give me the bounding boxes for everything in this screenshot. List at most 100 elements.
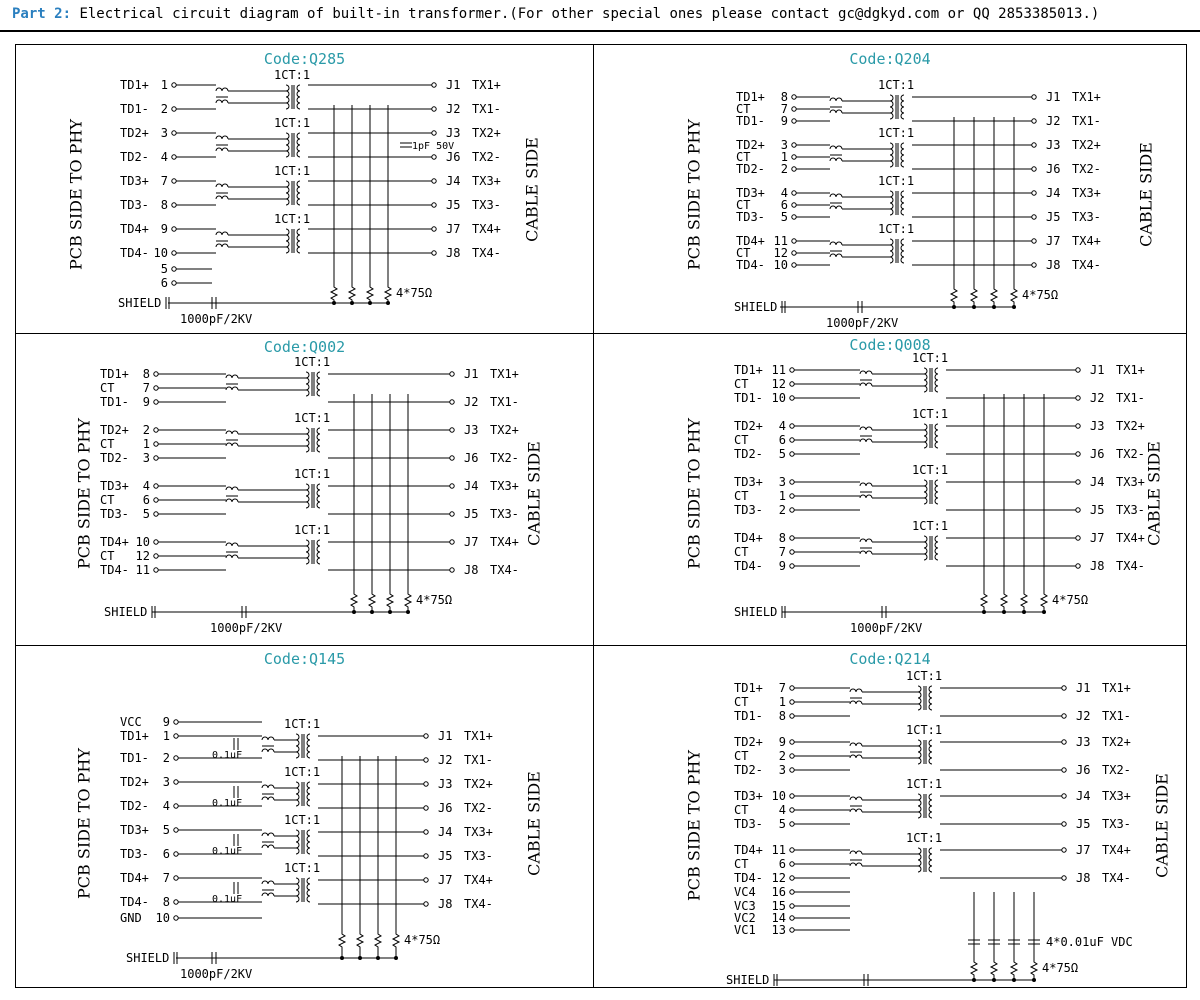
transformer-ratio-label: 1CT:1 — [878, 78, 914, 92]
pin-name-ct: CT — [100, 381, 114, 395]
pin-number: 6 — [161, 276, 168, 290]
tx-signal-tx4: TX4+ — [1102, 843, 1131, 857]
transformer-secondary-icon — [296, 84, 301, 110]
shield-label: SHIELD — [126, 951, 169, 965]
left-pin-terminal — [153, 511, 159, 517]
pin-number: 1 — [781, 150, 788, 164]
product-code: Code:Q145 — [263, 650, 346, 668]
tx-signal-tx1: TX1+ — [1102, 681, 1131, 695]
tx-signal-tx1: TX1- — [1102, 709, 1131, 723]
jack-pin-j8: J8 — [438, 897, 452, 911]
tx-signal-tx3: TX3+ — [490, 479, 519, 493]
left-pin-terminal — [791, 250, 797, 256]
left-pin-terminal — [789, 807, 795, 813]
tx-signal-tx4: TX4+ — [490, 535, 519, 549]
left-pin-terminal — [173, 755, 179, 761]
transformer-ratio-label: 1CT:1 — [906, 831, 942, 845]
0.1uf-label: 0.1uF — [212, 894, 242, 905]
left-pin-terminal — [789, 927, 795, 933]
transformer-primary-icon — [285, 228, 290, 254]
tx-signal-tx2: TX2- — [490, 451, 519, 465]
left-pin-terminal — [791, 118, 797, 124]
transformer-secondary-icon — [928, 793, 933, 819]
common-mode-choke-icon — [829, 145, 843, 150]
pin-number: 9 — [163, 715, 170, 729]
pin-name-td4: TD4+ — [734, 531, 763, 545]
left-pin-terminal — [153, 427, 159, 433]
shield-label: SHIELD — [734, 605, 777, 619]
common-mode-choke-icon — [849, 862, 863, 867]
left-pin-terminal — [791, 262, 797, 268]
pin-name-td2: TD2- — [100, 451, 129, 465]
tx-signal-tx3: TX3+ — [464, 825, 493, 839]
pin-name-ct: CT — [100, 549, 114, 563]
common-mode-choke-icon — [849, 808, 863, 813]
termination-resistor-icon — [355, 930, 365, 951]
transformer-ratio-label: 1CT:1 — [274, 212, 310, 226]
left-pin-terminal — [789, 915, 795, 921]
tx-signal-tx2: TX2+ — [1102, 735, 1131, 749]
tx-signal-tx1: TX1- — [1072, 114, 1101, 128]
pin-name-td1: TD1+ — [734, 681, 763, 695]
transformer-secondary-icon — [306, 781, 311, 807]
circuit-svg: TD1+1TD1-2TD2+3TD2-4TD3+7TD3-8TD4+9TD4-1… — [118, 68, 501, 326]
right-pin-terminal — [1075, 423, 1081, 429]
left-pin-terminal — [153, 483, 159, 489]
transformer-primary-icon — [923, 423, 928, 449]
pin-name-ct: CT — [734, 749, 748, 763]
pin-name-td1: TD1+ — [100, 367, 129, 381]
pin-number: 4 — [163, 799, 170, 813]
common-mode-choke-icon — [829, 157, 843, 162]
right-pin-terminal — [1061, 739, 1067, 745]
common-mode-choke-icon — [261, 784, 275, 789]
common-mode-choke-icon — [849, 754, 863, 759]
transformer-ratio-label: 1CT:1 — [912, 463, 948, 477]
product-code: Code:Q002 — [263, 338, 346, 356]
jack-pin-j7: J7 — [1090, 531, 1104, 545]
transformer-primary-icon — [285, 180, 290, 206]
transformer-ratio-label: 1CT:1 — [294, 523, 330, 537]
pin-number: 12 — [772, 377, 786, 391]
termination-resistor-icon — [989, 958, 999, 979]
pin-name-ct: CT — [734, 489, 748, 503]
transformer-secondary-icon — [900, 238, 905, 264]
pin-number: 8 — [143, 367, 150, 381]
termination-resistor-icon — [969, 958, 979, 979]
jack-pin-j3: J3 — [1046, 138, 1060, 152]
jack-pin-j3: J3 — [438, 777, 452, 791]
termination-resistor-icon — [1019, 590, 1029, 611]
common-mode-choke-icon — [225, 498, 239, 503]
right-pin-terminal — [449, 539, 455, 545]
jack-pin-j5: J5 — [446, 198, 460, 212]
common-mode-choke-icon — [829, 205, 843, 210]
transformer-ratio-label: 1CT:1 — [274, 116, 310, 130]
jack-pin-j4: J4 — [464, 479, 478, 493]
pin-number: 7 — [779, 545, 786, 559]
jack-pin-j6: J6 — [438, 801, 452, 815]
left-pin-terminal — [789, 535, 795, 541]
pin-name-td1: TD1+ — [120, 729, 149, 743]
resistors-label: 4*75Ω — [1042, 961, 1078, 975]
transformer-ratio-label: 1CT:1 — [906, 669, 942, 683]
jack-pin-j3: J3 — [446, 126, 460, 140]
0.1uf-label: 0.1uF — [212, 750, 242, 761]
common-mode-choke-icon — [849, 742, 863, 747]
right-pin-terminal — [423, 829, 429, 835]
common-mode-choke-icon — [859, 438, 873, 443]
jack-pin-j3: J3 — [1090, 419, 1104, 433]
left-pin-terminal — [789, 875, 795, 881]
right-pin-terminal — [431, 226, 437, 232]
pin-number: 11 — [774, 234, 788, 248]
pin-name-td2: TD2- — [734, 447, 763, 461]
right-pin-terminal — [449, 567, 455, 573]
transformer-primary-icon — [917, 847, 922, 873]
termination-resistor-icon — [385, 590, 395, 611]
tx-signal-tx1: TX1- — [490, 395, 519, 409]
right-pin-terminal — [449, 511, 455, 517]
transformer-secondary-icon — [900, 94, 905, 120]
transformer-primary-icon — [917, 685, 922, 711]
right-pin-terminal — [423, 733, 429, 739]
jack-pin-j2: J2 — [1076, 709, 1090, 723]
